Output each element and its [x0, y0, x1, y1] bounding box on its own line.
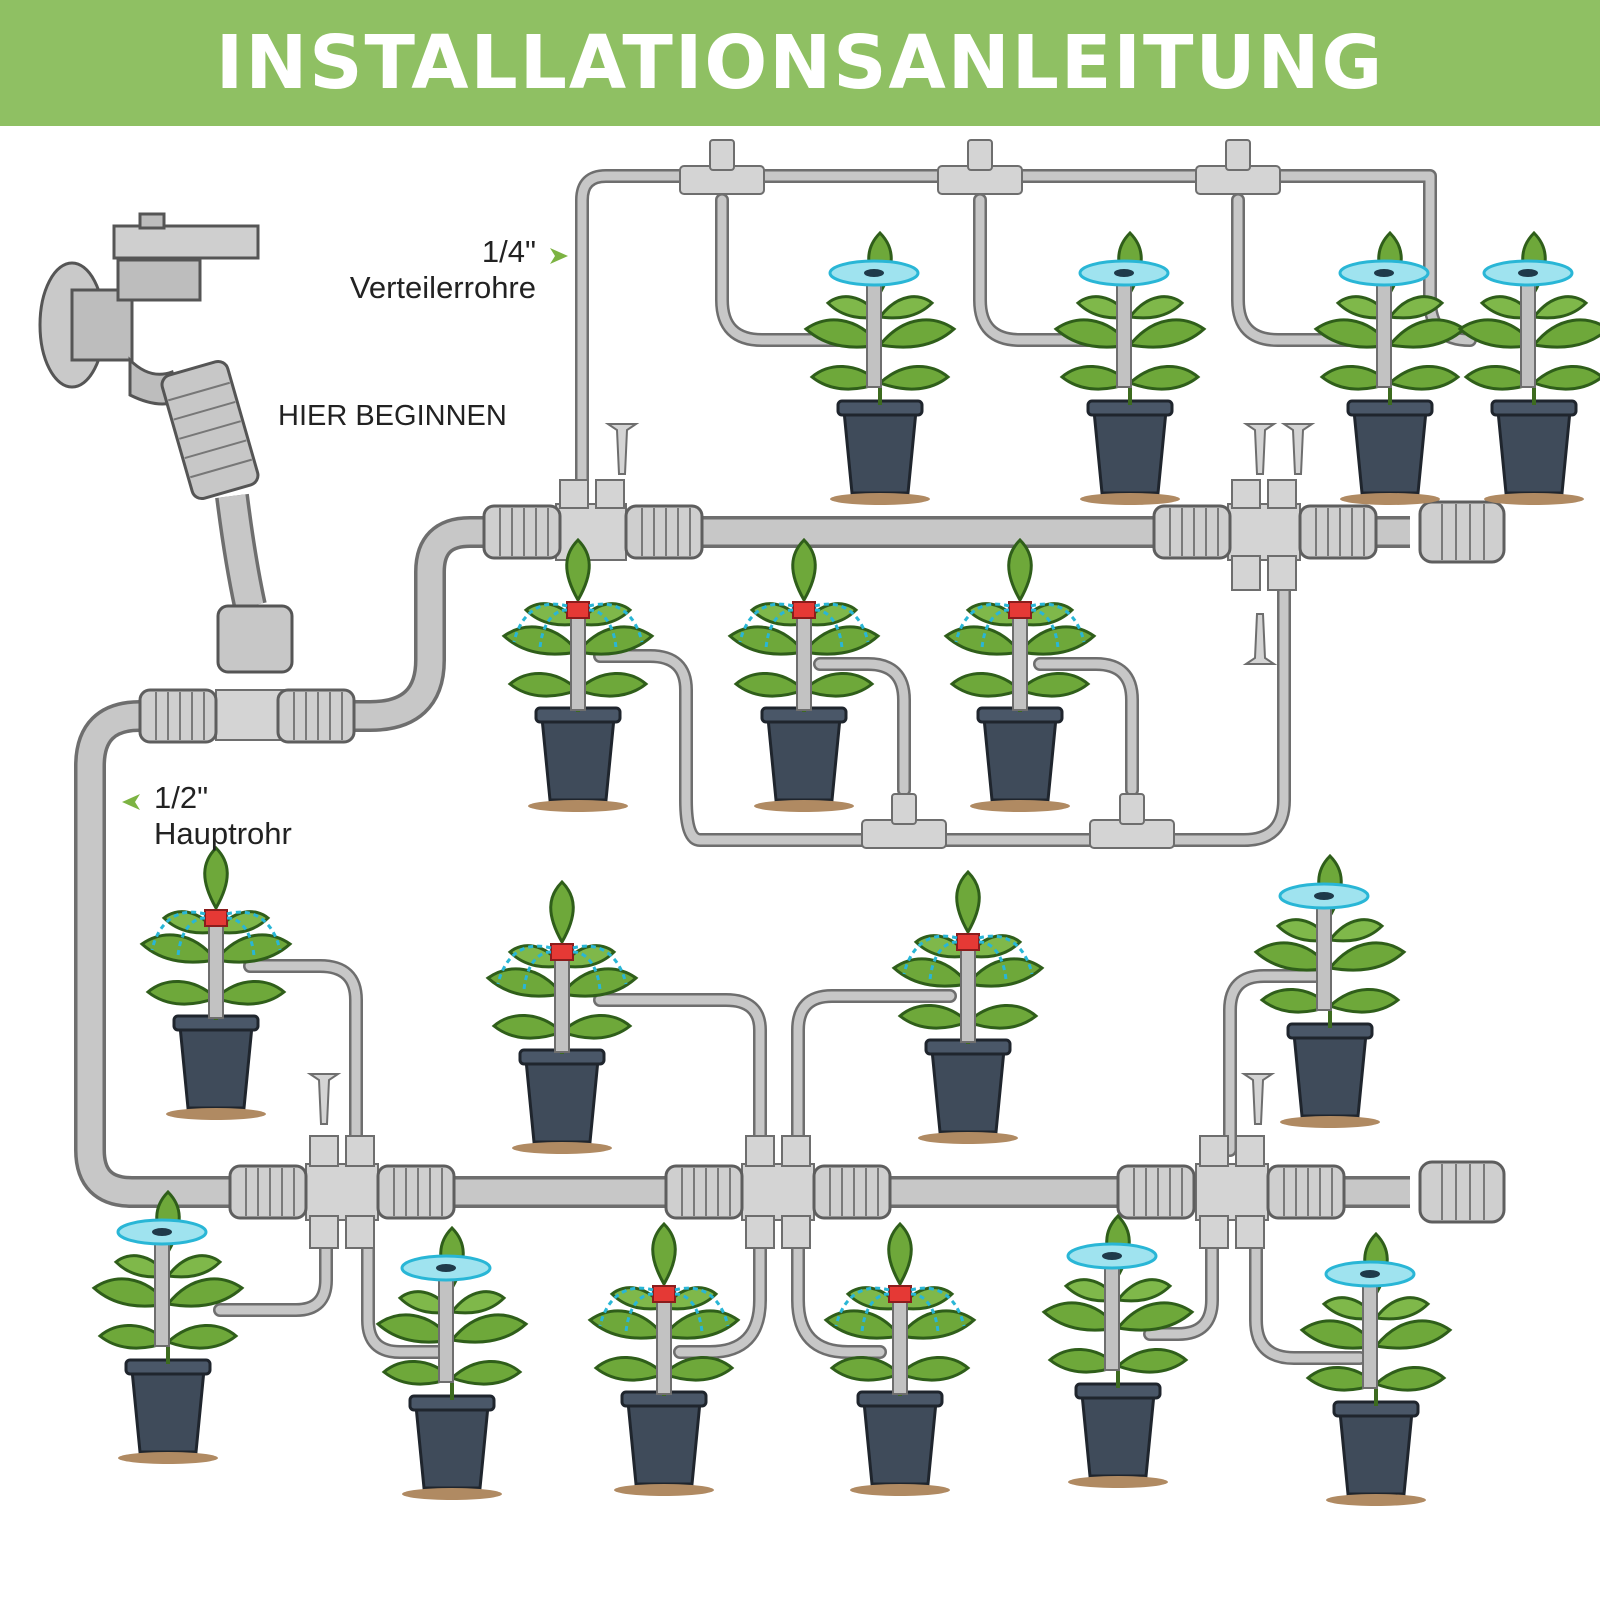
faucet-icon: [38, 212, 260, 406]
stake-icon: [1245, 423, 1275, 475]
tee-connector-icon: [679, 139, 765, 195]
potted-plant-icon: [1254, 854, 1406, 1130]
hose-connector-icon: [160, 359, 294, 674]
stake-icon: [1245, 613, 1275, 665]
tee-connector-icon: [937, 139, 1023, 195]
arrow-left-icon: [122, 794, 140, 810]
potted-plant-icon: [502, 538, 654, 814]
potted-plant-icon: [1054, 231, 1206, 507]
distribution-pipe-name: Verteilerrohre: [349, 270, 536, 305]
potted-plant-icon: [892, 870, 1044, 1146]
potted-plant-icon: [824, 1222, 976, 1498]
stake-icon: [607, 423, 637, 475]
main-pipe-label: 1/2" Hauptrohr: [154, 780, 292, 852]
main-pipe: [74, 516, 1410, 1208]
stake-icon: [309, 1073, 339, 1125]
main-pipe-name: Hauptrohr: [154, 816, 292, 851]
tee-connector-icon: [861, 793, 947, 849]
distribution-pipe-label: 1/4" Verteilerrohre: [316, 234, 536, 306]
potted-plant-icon: [1042, 1214, 1194, 1490]
potted-plant-icon: [944, 538, 1096, 814]
tee-connector-icon: [138, 688, 356, 744]
potted-plant-icon: [140, 846, 292, 1122]
distribution-pipe-size: 1/4": [481, 234, 536, 269]
main-tee-connectors: [138, 479, 1378, 1249]
arrow-right-icon: [550, 248, 568, 264]
potted-plant-icon: [92, 1190, 244, 1466]
stake-icon: [1243, 1073, 1273, 1125]
end-cap-icon: [1418, 500, 1506, 564]
page-title: INSTALLATIONSANLEITUNG: [215, 20, 1385, 106]
potted-plant-icon: [728, 538, 880, 814]
potted-plant-icon: [376, 1226, 528, 1502]
stake-icon: [1283, 423, 1313, 475]
tee-connector-icon: [664, 1135, 892, 1249]
potted-plant-icon: [1300, 1232, 1452, 1508]
tee-connector-icon: [228, 1135, 456, 1249]
potted-plant-icon: [1458, 231, 1600, 507]
potted-plant-icon: [1314, 231, 1466, 507]
tee-connector-icon: [1195, 139, 1281, 195]
potted-plant-icon: [486, 880, 638, 1156]
potted-plant-icon: [804, 231, 956, 507]
start-label: HIER BEGINNEN: [278, 400, 507, 432]
distribution-pipes: [213, 169, 1477, 1365]
main-pipe-size: 1/2": [154, 780, 209, 815]
tee-connector-icon: [1152, 479, 1378, 591]
tee-connector-icon: [1089, 793, 1175, 849]
tee-connector-icon: [1116, 1135, 1346, 1249]
potted-plant-icon: [588, 1222, 740, 1498]
tee-connector-icon: [482, 479, 704, 561]
title-banner: INSTALLATIONSANLEITUNG: [0, 0, 1600, 126]
end-cap-icon: [1418, 1160, 1506, 1224]
